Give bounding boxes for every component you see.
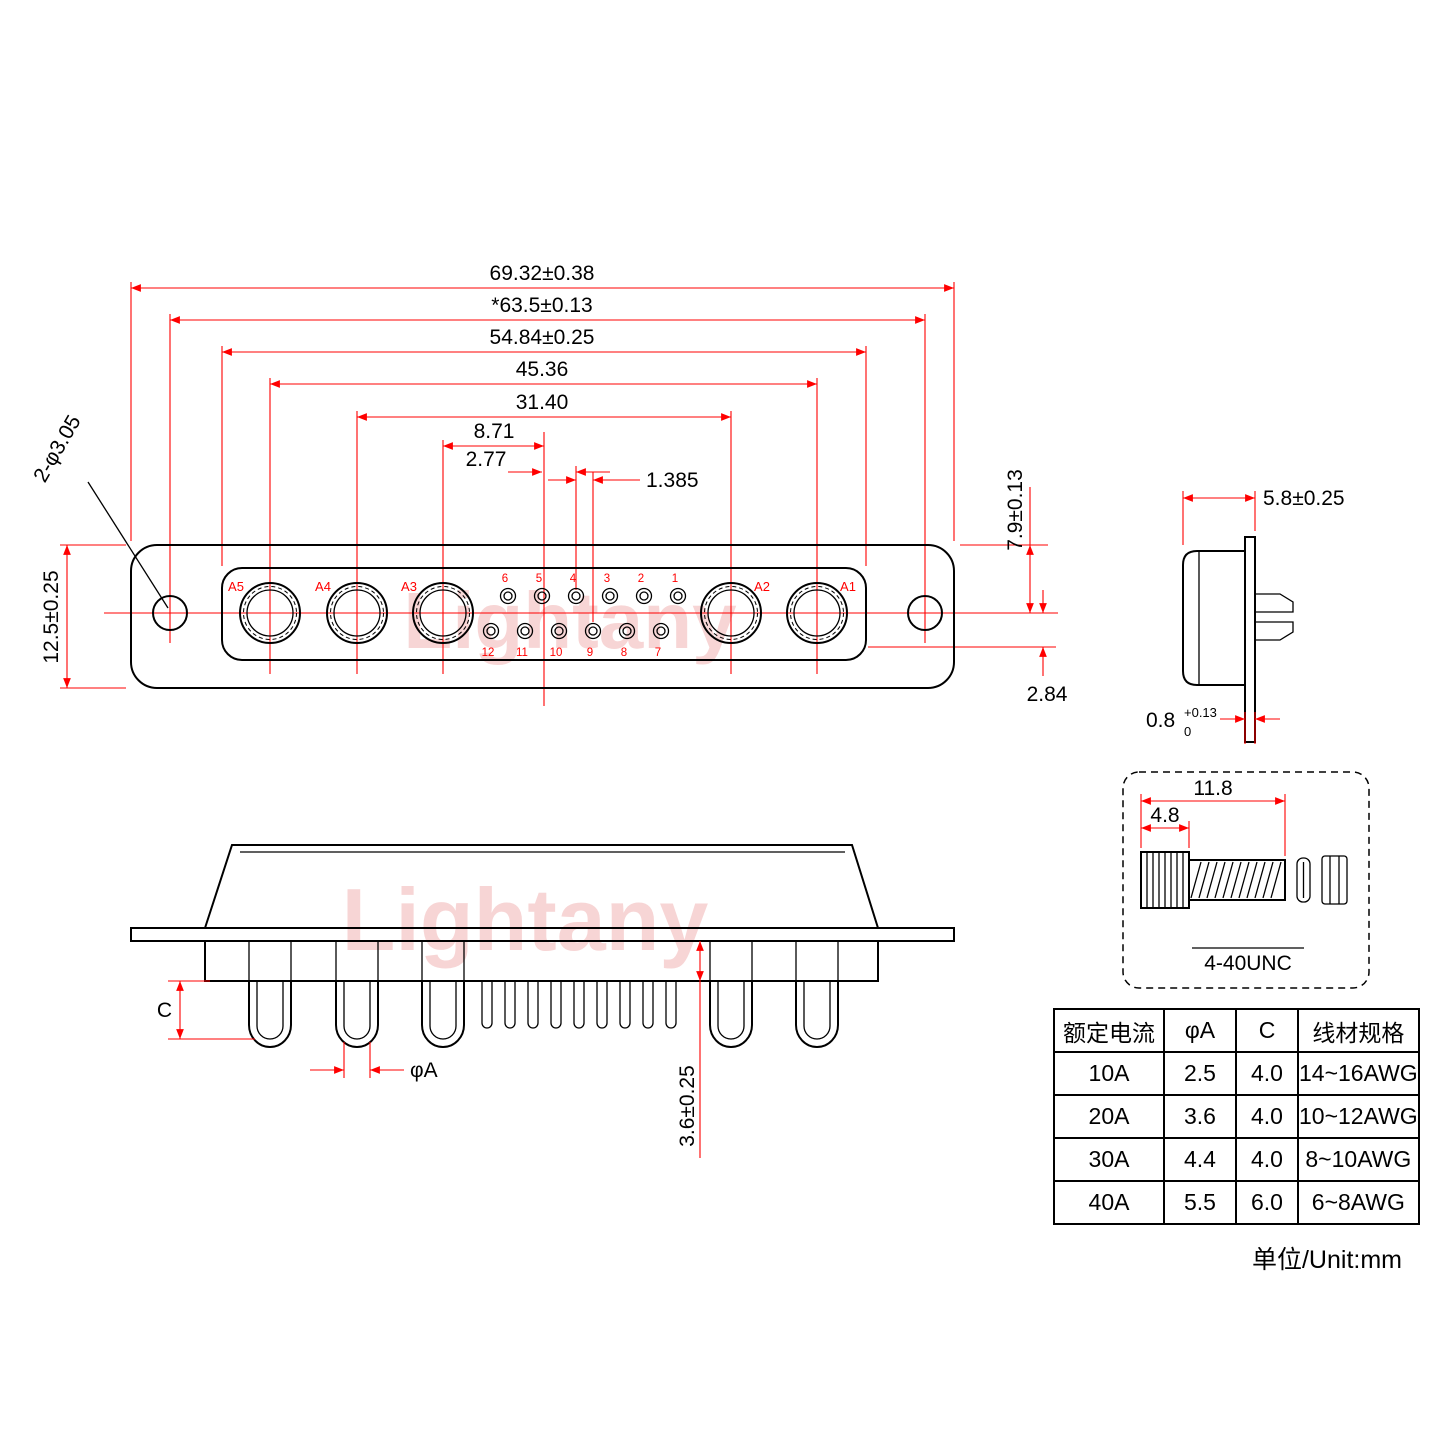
unit-note: 单位/Unit:mm [1251,1246,1402,1274]
label-a5: A5 [228,579,244,594]
dim-screw-span: *63.5±0.13 [491,294,592,317]
signal-solder-prongs [481,981,677,1029]
insert-outline [221,567,867,661]
screw-detail: 11.8 4.8 4-40UNC [1122,771,1370,989]
front-view-centerlines [60,282,1058,706]
label-pin-11: 11 [516,647,528,659]
mount-hole-leader [87,481,169,609]
label-a1: A1 [840,579,856,594]
dim-row-offset: 1.385 [646,469,699,492]
thread-spec-label: 4-40UNC [1204,952,1292,975]
label-pin-7: 7 [655,647,661,659]
power-solder-cups [248,981,839,1048]
label-pin-6: 6 [502,573,508,585]
table-row: 10A 2.5 4.0 14~16AWG [1053,1051,1420,1096]
dim-overall-width: 69.32±0.38 [490,262,595,285]
header-rated-current: 额定电流 [1053,1008,1165,1053]
dim-center-to-row: 2.84 [1027,683,1068,706]
flange-outline [130,544,955,689]
screw-nut-piece [1321,855,1348,905]
label-pin-3: 3 [604,573,610,585]
spec-table-header-row: 额定电流 φA C 线材规格 [1053,1008,1420,1053]
label-a2: A2 [754,579,770,594]
dim-inner-power-span: 31.40 [516,391,569,414]
screw-tip-piece [1296,857,1311,903]
dim-cup-diameter: φA [410,1059,438,1082]
signal-pins-top-row [499,587,687,605]
power-contact-a1 [786,582,848,644]
spec-table: 额定电流 φA C 线材规格 10A 2.5 4.0 14~16AWG 20A … [1053,1008,1420,1225]
dim-screw-head-length: 4.8 [1150,804,1179,827]
label-pin-12: 12 [482,647,495,659]
dim-mount-holes: 2-φ3.05 [29,411,86,486]
header-phi-a: φA [1163,1008,1237,1053]
side-view: 5.8±0.25 0.8 +0.13 0 [1146,487,1345,744]
label-pin-5: 5 [536,573,542,585]
dim-screw-total-length: 11.8 [1193,777,1232,800]
section-view: C φA 3.6±0.25 [130,844,955,1158]
label-pin-4: 4 [570,573,577,585]
label-pin-9: 9 [587,647,593,659]
label-pin-2: 2 [638,573,644,585]
contact-labels: A5 A4 A3 A2 A1 6 5 4 3 2 1 12 11 10 9 8 … [228,573,856,659]
connector-front-geometry [130,544,955,689]
watermark-bottom: Lightany [342,870,709,969]
label-pin-1: 1 [672,573,678,585]
mount-hole-right [907,595,943,631]
label-pin-10: 10 [550,647,563,659]
side-shell [1182,550,1246,686]
dim-insert-width: 54.84±0.25 [490,326,595,349]
label-a4: A4 [315,579,331,594]
front-view-dimensions [63,284,1047,688]
power-contact-a4 [326,582,388,644]
screw-shaft [1188,859,1286,901]
side-flange [1244,536,1256,743]
mount-hole-left [152,595,188,631]
dim-a3-to-center: 8.71 [474,420,515,443]
power-contact-a5 [239,582,301,644]
table-row: 20A 3.6 4.0 10~12AWG [1053,1094,1420,1139]
table-row: 30A 4.4 4.0 8~10AWG [1053,1137,1420,1182]
dim-cup-depth: C [157,999,172,1022]
dim-flange-tol-lower: 0 [1184,724,1191,739]
dim-flange-height: 12.5±0.25 [40,570,63,663]
dim-flange-thickness: 0.8 [1146,709,1175,732]
side-terminal-upper [1254,593,1294,613]
side-terminal-lower [1254,621,1294,641]
dim-flange-tol-upper: +0.13 [1184,705,1217,720]
label-pin-8: 8 [621,647,627,659]
dim-power-span: 45.36 [516,358,569,381]
watermark-top: Lightany [403,576,737,665]
section-insulator [204,940,879,982]
dim-insert-height: 7.9±0.13 [1004,469,1027,551]
dim-shell-depth: 5.8±0.25 [1263,487,1345,510]
table-row: 40A 5.5 6.0 6~8AWG [1053,1180,1420,1225]
power-contact-a2 [700,582,762,644]
screw-thread-hatch [1190,861,1282,899]
screw-detail-box [1122,771,1370,989]
power-contact-a3 [412,582,474,644]
header-c: C [1235,1008,1299,1053]
header-wire-spec: 线材规格 [1297,1008,1420,1053]
screw-head-knurl [1146,852,1184,908]
label-a3: A3 [401,579,417,594]
dim-insulator-height: 3.6±0.25 [676,1065,699,1147]
signal-pins-bottom-row [482,622,670,640]
dim-pin-pitch: 2.77 [466,448,507,471]
insulator-partitions [248,941,839,981]
